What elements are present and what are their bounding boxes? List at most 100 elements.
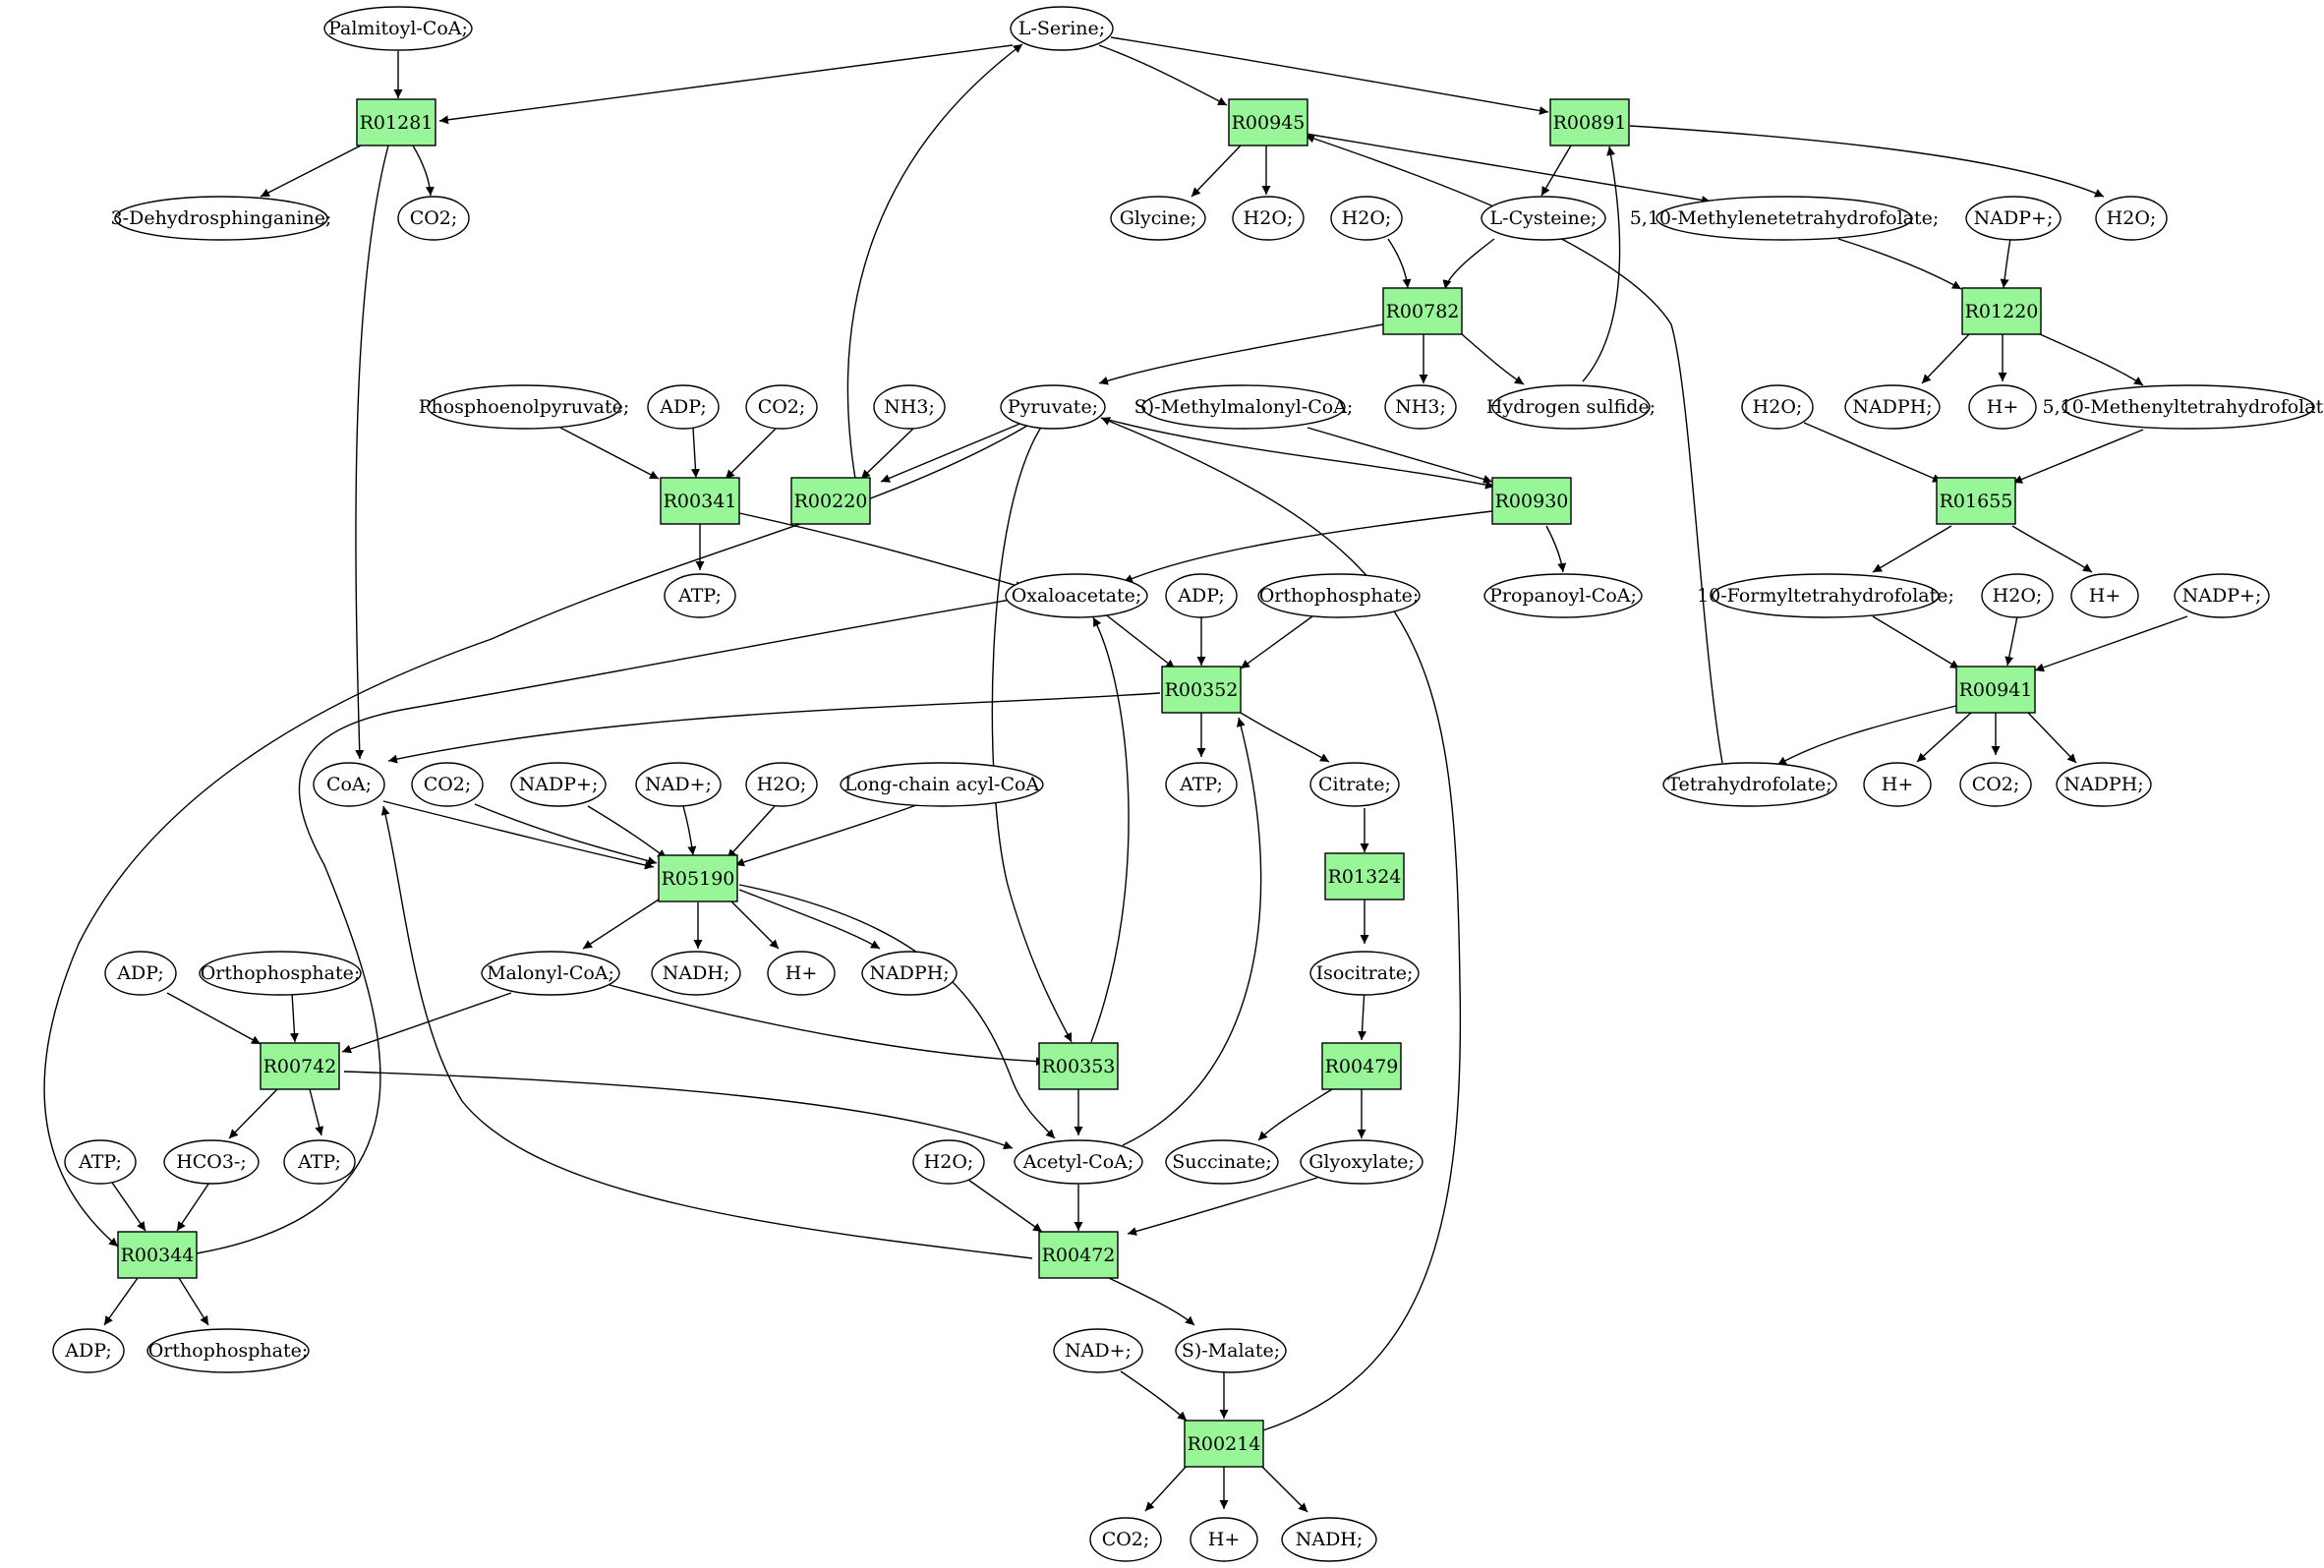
node-orthophosphate-b[interactable]: Orthophosphate; xyxy=(199,951,362,996)
node-long-chain-acyl-coa[interactable]: Long-chain acyl-CoA xyxy=(840,762,1044,807)
node-citrate[interactable]: Citrate; xyxy=(1309,762,1400,807)
reaction-r00941[interactable]: R00941 xyxy=(1955,666,2036,714)
reaction-r00214[interactable]: R00214 xyxy=(1184,1420,1264,1468)
reaction-r01655[interactable]: R01655 xyxy=(1936,477,2016,525)
node-s-malate[interactable]: S)-Malate; xyxy=(1175,1328,1287,1373)
node-h2o-e[interactable]: H2O; xyxy=(1981,573,2054,618)
reaction-r00220[interactable]: R00220 xyxy=(790,477,871,525)
node-coa[interactable]: CoA; xyxy=(313,762,385,807)
node-glycine[interactable]: Glycine; xyxy=(1110,196,1206,241)
node-co2-e[interactable]: CO2; xyxy=(1089,1517,1162,1562)
node-tetrahydrofolate[interactable]: Tetrahydrofolate; xyxy=(1662,762,1837,807)
reaction-r00352[interactable]: R00352 xyxy=(1161,666,1242,714)
node-co2-d[interactable]: CO2; xyxy=(1959,762,2032,807)
node-methenylthf[interactable]: 5,10-Methenyltetrahydrofolate xyxy=(2043,384,2324,430)
node-hplus-b[interactable]: H+ xyxy=(2070,573,2139,618)
node-co2-b[interactable]: CO2; xyxy=(745,384,818,430)
node-nadph-b[interactable]: NADPH; xyxy=(2056,762,2152,807)
node-hco3[interactable]: HCO3-; xyxy=(163,1139,260,1185)
node-orthophosphate-a[interactable]: Orthophosphate; xyxy=(1257,573,1421,618)
reaction-r01324[interactable]: R01324 xyxy=(1324,852,1405,900)
reaction-r00479[interactable]: R00479 xyxy=(1321,1042,1402,1090)
node-h2o-b[interactable]: H2O; xyxy=(1330,196,1403,241)
node-nadp-a[interactable]: NADP+; xyxy=(1965,196,2062,241)
svg-text:ATP;: ATP; xyxy=(677,585,722,607)
node-l-cysteine[interactable]: L-Cysteine; xyxy=(1481,196,1606,241)
edge-r00214-pyruvate xyxy=(1100,417,1462,1431)
reaction-r05190[interactable]: R05190 xyxy=(658,854,738,902)
edge-r00214-nadh xyxy=(1259,1464,1308,1513)
node-palmitoyl-coa[interactable]: Palmitoyl-CoA; xyxy=(323,6,473,51)
reaction-r00930[interactable]: R00930 xyxy=(1491,477,1572,525)
node-propanoyl-coa[interactable]: Propanoyl-CoA; xyxy=(1483,573,1643,618)
node-adp-a[interactable]: ADP; xyxy=(647,384,720,430)
svg-text:CO2;: CO2; xyxy=(1102,1529,1150,1550)
node-hplus-c[interactable]: H+ xyxy=(1863,762,1932,807)
node-h2o-a[interactable]: H2O; xyxy=(1232,196,1305,241)
svg-text:S)-Methylmalonyl-CoA;: S)-Methylmalonyl-CoA; xyxy=(1134,396,1354,418)
reaction-r00341[interactable]: R00341 xyxy=(660,477,740,525)
node-adp-c[interactable]: ADP; xyxy=(104,951,177,996)
node-nad-b[interactable]: NAD+; xyxy=(1053,1328,1143,1373)
node-orthophosphate-c[interactable]: Orthophosphate; xyxy=(146,1328,310,1373)
svg-text:ATP;: ATP; xyxy=(297,1151,341,1173)
svg-text:Orthophosphate;: Orthophosphate; xyxy=(201,962,361,984)
reaction-r01220[interactable]: R01220 xyxy=(1961,287,2042,335)
node-phosphoenolpyruvate[interactable]: Phosphoenolpyruvate; xyxy=(419,384,630,430)
node-atp-d[interactable]: ATP; xyxy=(283,1139,356,1185)
reaction-r01281[interactable]: R01281 xyxy=(356,98,436,146)
node-isocitrate[interactable]: Isocitrate; xyxy=(1309,951,1420,996)
node-h2o-g[interactable]: H2O; xyxy=(912,1139,985,1185)
reaction-r00472[interactable]: R00472 xyxy=(1038,1231,1119,1279)
node-nh3-a[interactable]: NH3; xyxy=(873,384,946,430)
node-oxaloacetate[interactable]: Oxaloacetate; xyxy=(1005,573,1148,618)
edge-r00472-coa xyxy=(380,805,1033,1259)
node-nadph-a[interactable]: NADPH; xyxy=(1844,384,1941,430)
reaction-r00891[interactable]: R00891 xyxy=(1549,98,1630,146)
node-nadh-b[interactable]: NADH; xyxy=(1281,1517,1377,1562)
svg-text:R00214: R00214 xyxy=(1188,1433,1261,1455)
svg-text:CO2;: CO2; xyxy=(1972,774,2020,795)
node-hplus-d[interactable]: H+ xyxy=(767,951,836,996)
node-nad-a[interactable]: NAD+; xyxy=(635,762,722,807)
node-nadp-b[interactable]: NADP+; xyxy=(2174,573,2270,618)
node-succinate[interactable]: Succinate; xyxy=(1165,1139,1279,1185)
node-hplus-a[interactable]: H+ xyxy=(1968,384,2037,430)
svg-text:Orthophosphate;: Orthophosphate; xyxy=(1259,585,1420,607)
node-nadph-c[interactable]: NADPH; xyxy=(861,951,958,996)
node-atp-c[interactable]: ATP; xyxy=(64,1139,137,1185)
node-l-serine[interactable]: L-Serine; xyxy=(1010,6,1114,51)
node-acetyl-coa[interactable]: Acetyl-CoA; xyxy=(1014,1139,1143,1185)
node-h2o-d[interactable]: H2O; xyxy=(1741,384,1814,430)
node-hplus-e[interactable]: H+ xyxy=(1190,1517,1258,1562)
node-h2o-f[interactable]: H2O; xyxy=(745,762,818,807)
reaction-r00742[interactable]: R00742 xyxy=(260,1042,340,1090)
node-nadp-c[interactable]: NADP+; xyxy=(510,762,607,807)
node-co2-c[interactable]: CO2; xyxy=(411,762,484,807)
node-malonyl-coa[interactable]: Malonyl-CoA; xyxy=(481,951,620,996)
svg-text:Propanoyl-CoA;: Propanoyl-CoA; xyxy=(1489,585,1637,607)
reaction-r00344[interactable]: R00344 xyxy=(117,1231,198,1279)
edge-pyruvate-r00220 xyxy=(880,422,1023,483)
node-adp-b[interactable]: ADP; xyxy=(1165,573,1238,618)
svg-text:NADP+;: NADP+; xyxy=(1974,207,2054,229)
node-nh3-b[interactable]: NH3; xyxy=(1384,384,1457,430)
node-atp-a[interactable]: ATP; xyxy=(664,573,736,618)
node-h2o-c[interactable]: H2O; xyxy=(2095,196,2168,241)
node-glyoxylate[interactable]: Glyoxylate; xyxy=(1300,1139,1423,1185)
node-atp-b[interactable]: ATP; xyxy=(1165,762,1238,807)
reaction-r00945[interactable]: R00945 xyxy=(1228,98,1308,146)
node-adp-d[interactable]: ADP; xyxy=(52,1328,125,1373)
node-formylthf[interactable]: 10-Formyltetrahydrofolate; xyxy=(1697,573,1954,618)
node-3-dehydrosphinganine[interactable]: 3-Dehydrosphinganine; xyxy=(111,196,332,241)
node-nadh-a[interactable]: NADH; xyxy=(651,951,741,996)
svg-text:H+: H+ xyxy=(2089,585,2121,607)
reaction-r00353[interactable]: R00353 xyxy=(1038,1042,1119,1090)
node-pyruvate[interactable]: Pyruvate; xyxy=(1000,384,1106,430)
node-methylenethf[interactable]: 5,10-Methylenetetrahydrofolate; xyxy=(1630,196,1940,241)
node-co2-a[interactable]: CO2; xyxy=(397,196,470,241)
node-methylmalonyl-coa[interactable]: S)-Methylmalonyl-CoA; xyxy=(1134,384,1354,430)
reaction-r00782[interactable]: R00782 xyxy=(1382,287,1463,335)
svg-text:R01220: R01220 xyxy=(1965,301,2039,322)
node-hydrogen-sulfide[interactable]: Hydrogen sulfide; xyxy=(1486,384,1656,430)
